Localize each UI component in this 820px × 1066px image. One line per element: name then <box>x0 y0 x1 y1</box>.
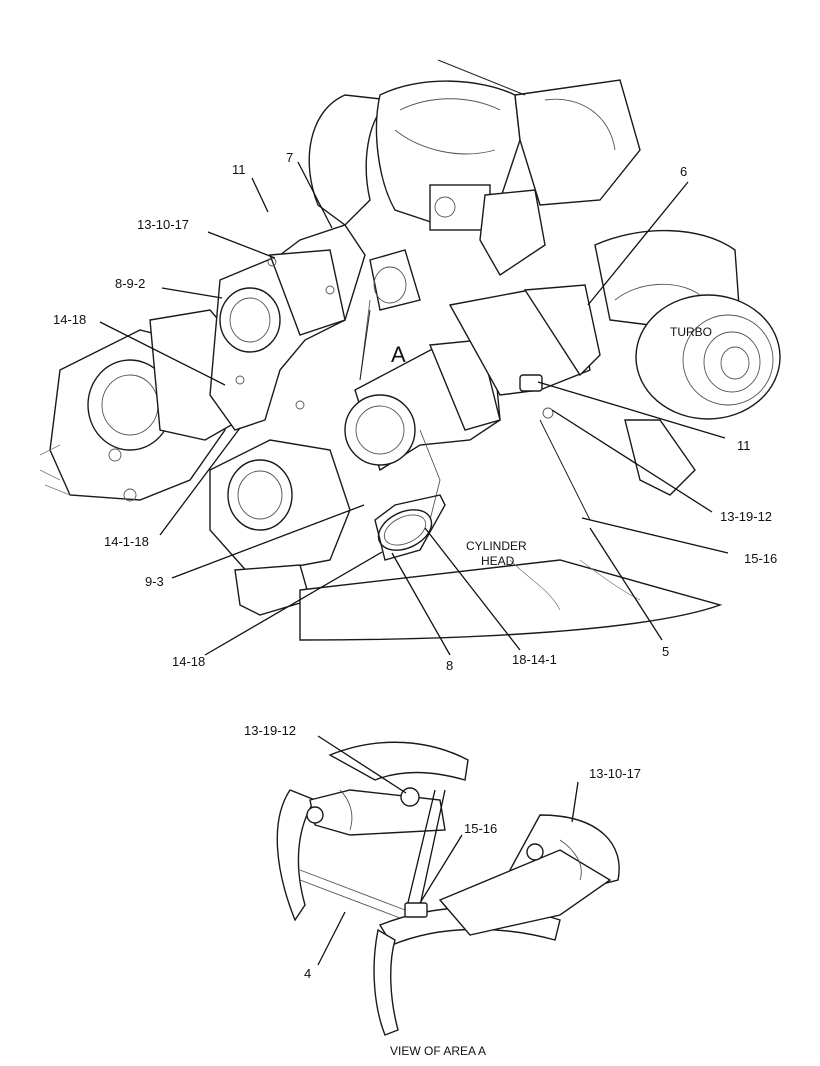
callout-14-18-bottom: 14-18 <box>172 654 205 669</box>
callout-14-18-top: 14-18 <box>53 312 86 327</box>
manifold-section-left <box>209 224 366 431</box>
leader-lines <box>99 161 729 656</box>
lower-engine-block <box>209 429 723 641</box>
callout-11-right: 11 <box>737 438 751 453</box>
callout-labels: 11 7 6 13-10-17 8-9-2 14-18 11 13-19-12 … <box>53 150 777 981</box>
callout-5: 5 <box>662 644 669 659</box>
right-turbo <box>594 229 781 496</box>
callout-4: 4 <box>304 966 311 981</box>
cylinder-head-label-line1: CYLINDER <box>466 539 527 553</box>
callout-13-19-12-right: 13-19-12 <box>720 509 772 524</box>
area-a-marker: A <box>391 342 406 367</box>
callout-15-16-right: 15-16 <box>744 551 777 566</box>
callout-8-9-2: 8-9-2 <box>115 276 145 291</box>
part-labels: A TURBO CYLINDER HEAD VIEW OF AREA A <box>390 325 712 1058</box>
callout-6: 6 <box>680 164 687 179</box>
cylinder-head-label-line2: HEAD <box>481 554 515 568</box>
upper-turbo-housing <box>308 59 641 276</box>
callout-14-1-18: 14-1-18 <box>104 534 149 549</box>
callout-8: 8 <box>446 658 453 673</box>
gasket <box>374 494 446 561</box>
callout-9-3: 9-3 <box>145 574 164 589</box>
callout-13-10-17-top: 13-10-17 <box>137 217 189 232</box>
callout-13-10-17-view: 13-10-17 <box>589 766 641 781</box>
detail-view-area-a <box>276 735 620 1036</box>
callout-7: 7 <box>286 150 293 165</box>
view-caption: VIEW OF AREA A <box>390 1044 486 1058</box>
callout-15-16-view: 15-16 <box>464 821 497 836</box>
turbo-label: TURBO <box>670 325 712 339</box>
engine-illustration <box>39 59 781 641</box>
callout-13-19-12-view: 13-19-12 <box>244 723 296 738</box>
callout-11-top: 11 <box>232 162 246 177</box>
callout-18-14-1: 18-14-1 <box>512 652 557 667</box>
